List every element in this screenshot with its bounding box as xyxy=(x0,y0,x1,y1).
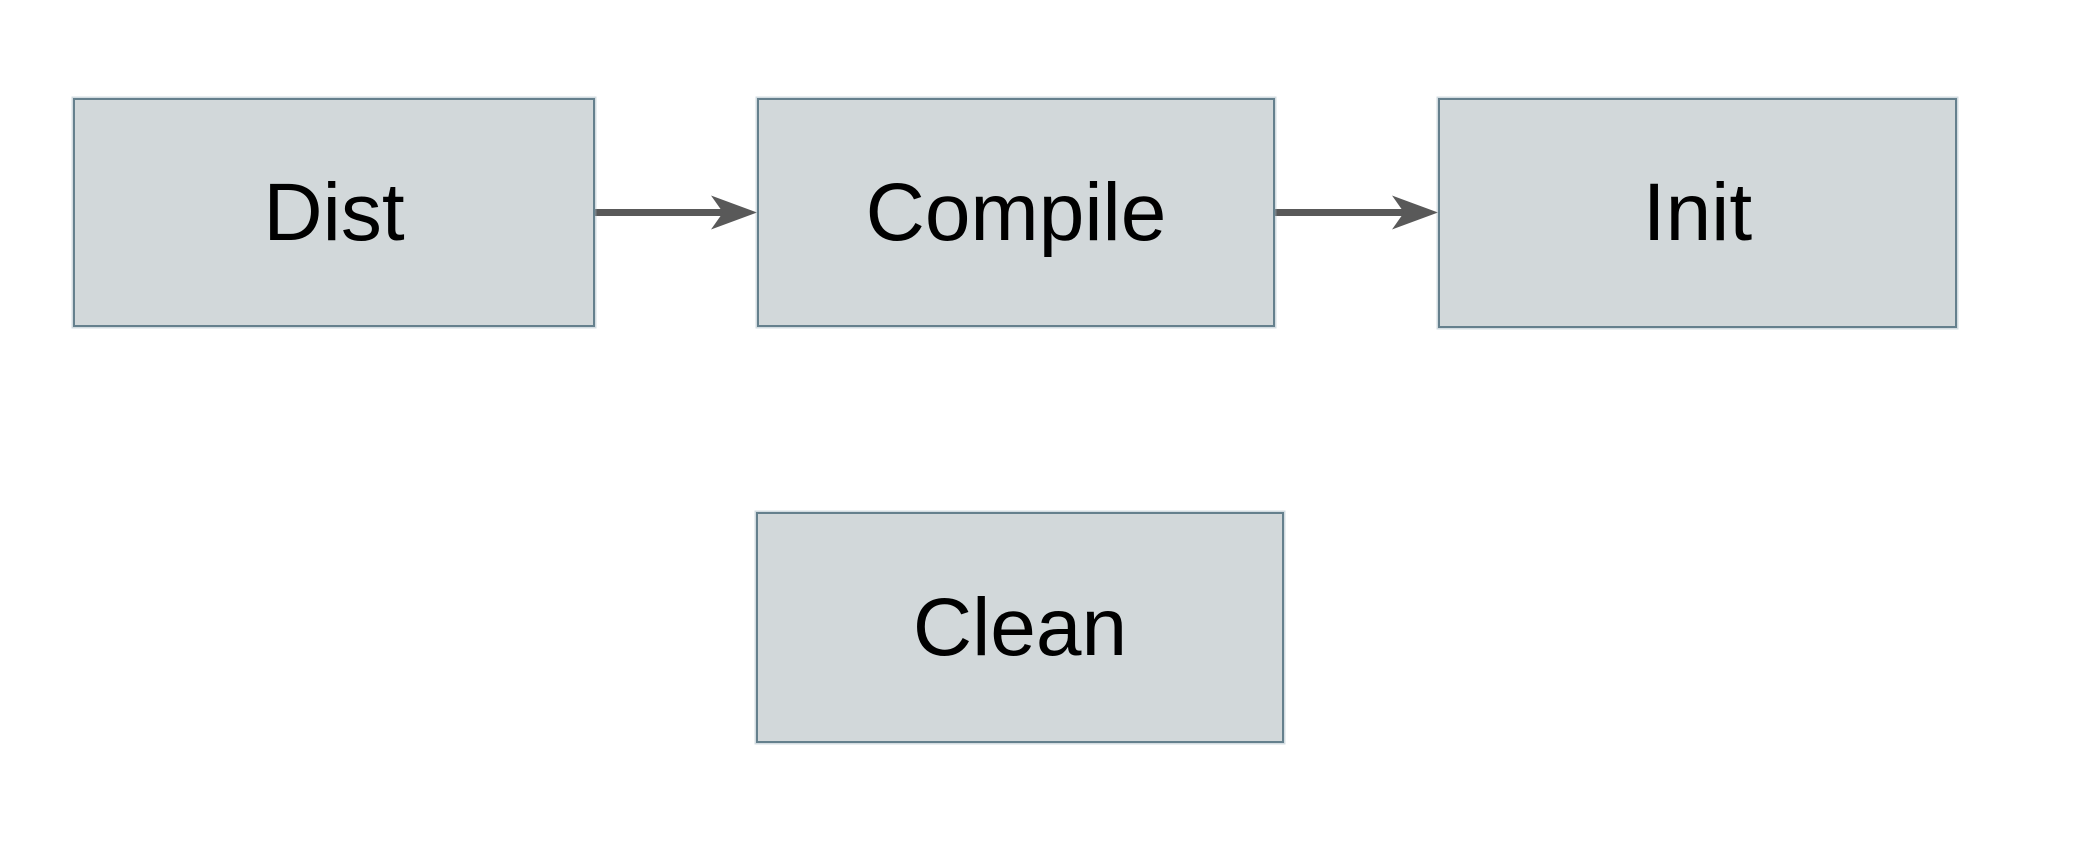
node-dist[interactable]: Dist xyxy=(73,98,595,327)
node-init-label: Init xyxy=(1642,167,1753,258)
node-clean[interactable]: Clean xyxy=(756,512,1284,743)
node-clean-label: Clean xyxy=(912,581,1128,673)
arrowhead-icon xyxy=(711,195,757,230)
arrowhead-icon xyxy=(1392,195,1438,230)
node-dist-label: Dist xyxy=(263,166,405,258)
node-init[interactable]: Init xyxy=(1438,98,1957,328)
node-compile-label: Compile xyxy=(865,166,1167,258)
node-compile[interactable]: Compile xyxy=(757,98,1275,327)
